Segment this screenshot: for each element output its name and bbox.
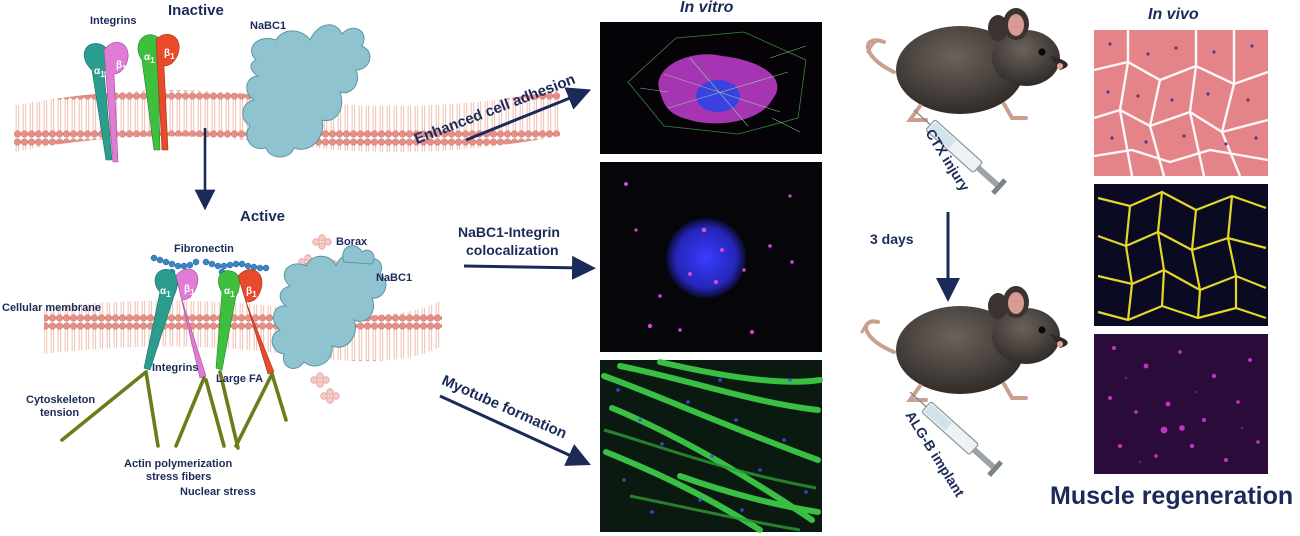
title-inactive: Inactive — [168, 2, 224, 19]
mouse-bottom — [860, 286, 1068, 402]
label-large-fa: Large FA — [216, 373, 264, 385]
label-cytoskeleton-line1: Cytoskeleton — [26, 394, 96, 406]
title-in-vitro: In vitro — [680, 0, 734, 16]
label-beta-active-1: β1 — [184, 284, 195, 297]
integrin-active-green-red — [215, 269, 275, 375]
syringe-ctx — [913, 109, 1007, 195]
syringe-alg — [909, 391, 1003, 477]
label-actin-line1: Actin polymerization — [124, 458, 233, 470]
integrin-active-teal-pink — [143, 268, 207, 379]
label-fibronectin: Fibronectin — [174, 243, 234, 255]
label-nabc1-active: NaBC1 — [376, 272, 413, 284]
label-nuclear-stress: Nuclear stress — [180, 486, 256, 498]
nabc1-protein-active — [271, 245, 387, 369]
mouse-top — [866, 8, 1068, 122]
arrow-myotube — [439, 394, 591, 466]
title-in-vivo: In vivo — [1148, 6, 1199, 23]
label-actin-line2: stress fibers — [146, 471, 212, 483]
invitro-panel-colocalization — [600, 162, 822, 352]
label-integrins-top: Integrins — [90, 15, 137, 27]
title-muscle-regeneration: Muscle regeneration — [1050, 482, 1294, 510]
invivo-panel-he — [1093, 30, 1269, 177]
label-cellular-membrane: Cellular membrane — [2, 302, 102, 314]
label-3-days: 3 days — [870, 231, 914, 247]
label-alpha-top-1: α1 — [94, 66, 105, 79]
label-alpha-active-2: α1 — [224, 286, 235, 299]
arrow-adhesion — [465, 87, 592, 142]
invivo-panel-magenta — [1094, 334, 1268, 474]
integrin-inactive-teal-pink — [83, 41, 129, 163]
title-active: Active — [240, 208, 286, 225]
label-coloc-line2: colocalization — [466, 242, 559, 258]
label-nabc1-top: NaBC1 — [250, 20, 287, 32]
label-alpha-active-1: α1 — [160, 286, 171, 299]
label-integrins-bottom: Integrins — [152, 362, 199, 374]
invivo-panel-laminin — [1094, 184, 1268, 326]
label-cytoskeleton-line2: tension — [40, 407, 80, 419]
arrow-colocalization — [463, 255, 596, 280]
nabc1-protein-top — [242, 24, 371, 158]
label-beta-active-2: β1 — [246, 286, 257, 299]
label-coloc-line1: NaBC1-Integrin — [458, 224, 560, 240]
label-beta-top-1: β1 — [116, 60, 127, 73]
label-alpha-top-2: α1 — [144, 52, 155, 65]
label-borax: Borax — [336, 236, 368, 248]
invitro-panel-adhesion — [600, 22, 822, 154]
label-beta-top-2: β1 — [164, 48, 175, 61]
actin-fibers — [60, 370, 288, 450]
integrin-inactive-green-red — [137, 34, 180, 151]
membrane-bottom — [44, 300, 442, 362]
invitro-panel-myotube — [600, 359, 823, 533]
